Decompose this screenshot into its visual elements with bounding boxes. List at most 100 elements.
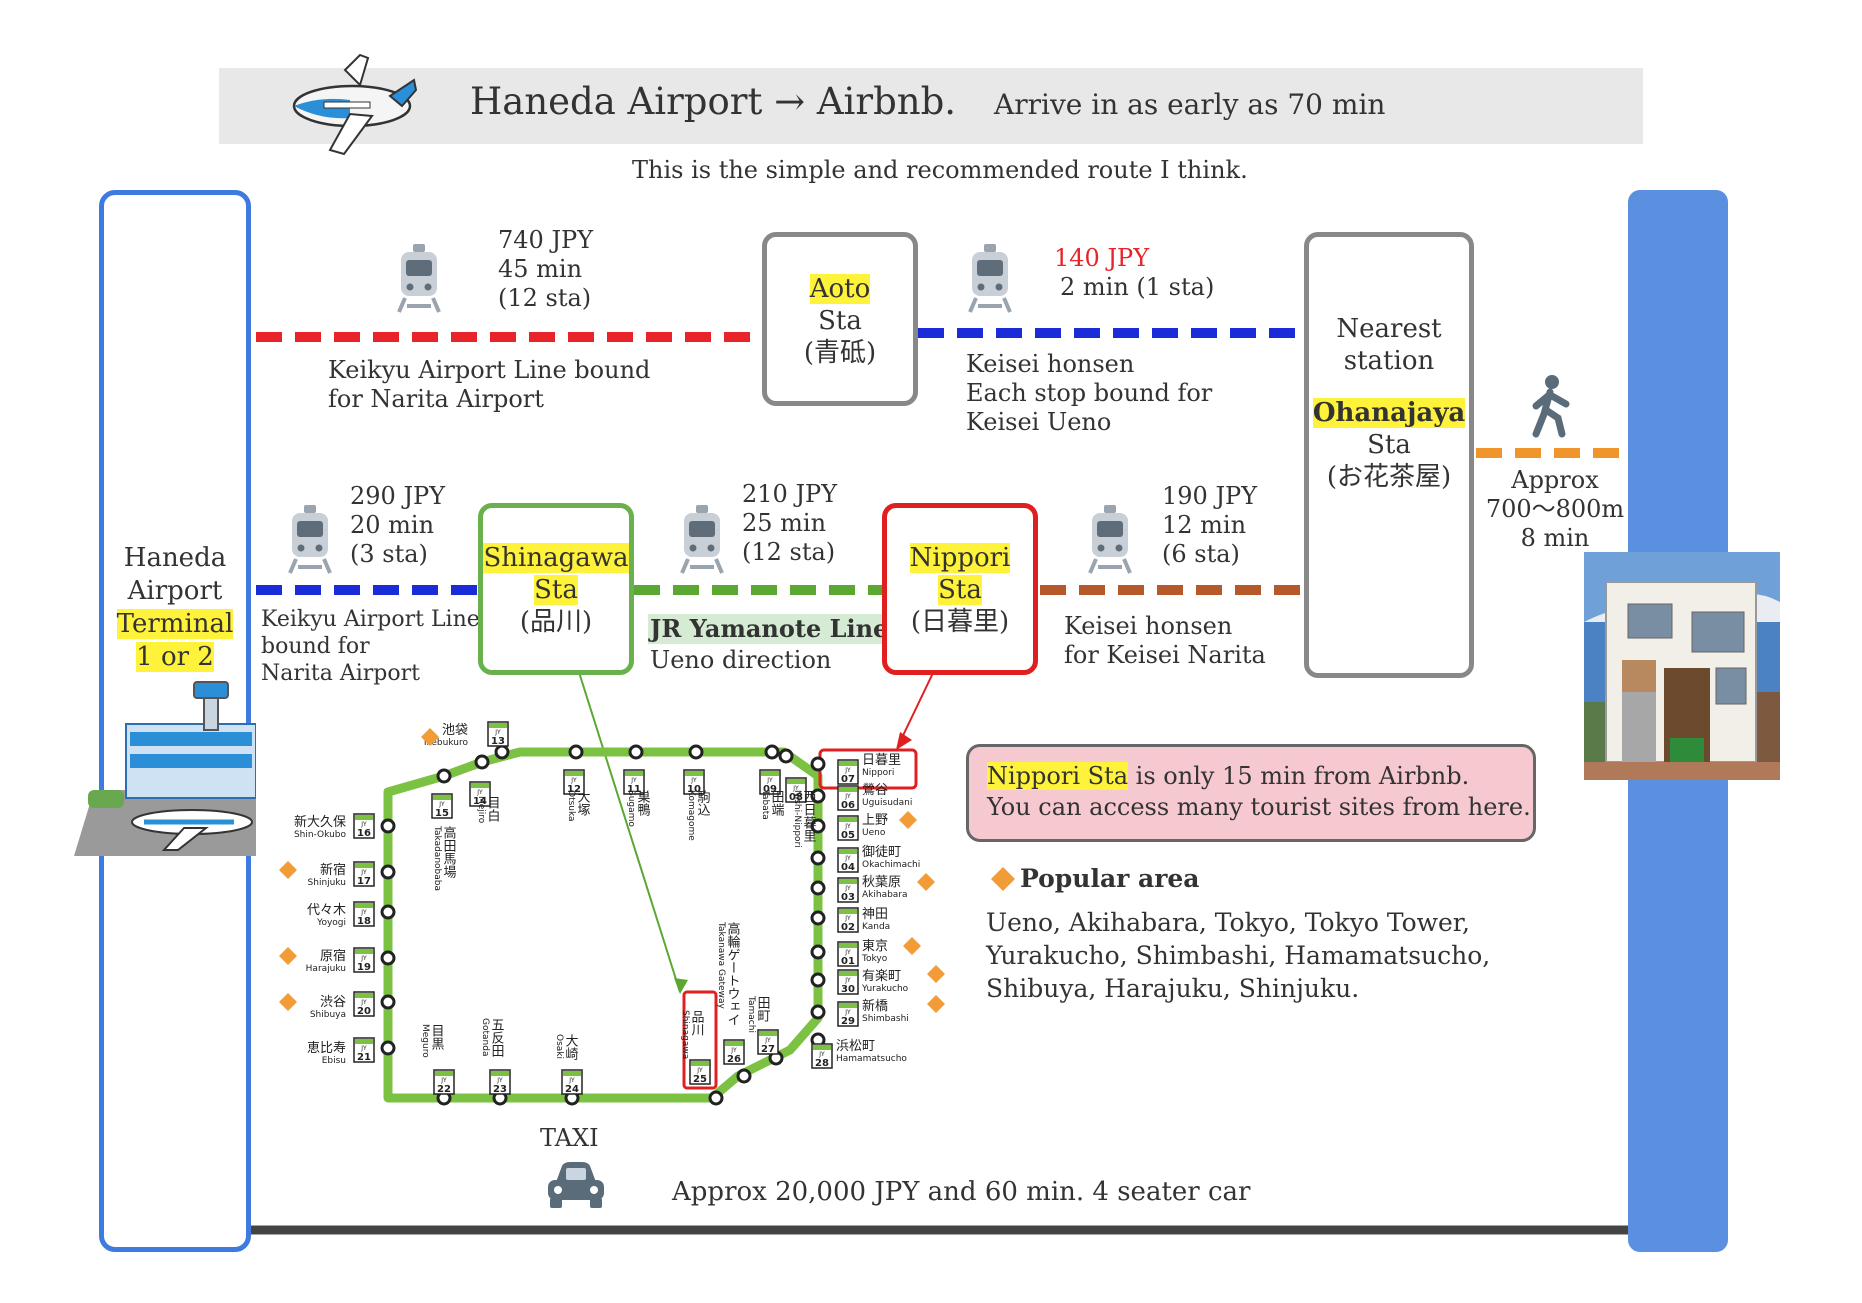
station-en-name: Akihabara bbox=[862, 890, 908, 900]
station-line-code: JY bbox=[844, 793, 851, 800]
shinagawa-sta: Sta bbox=[534, 575, 578, 605]
walk-label: Approx bbox=[1511, 466, 1599, 494]
station-line-code: JY bbox=[696, 1067, 703, 1074]
seg-upper-1-stops: (12 sta) bbox=[498, 284, 592, 312]
seg-lower-1-line-a: Keikyu Airport Line bbox=[261, 607, 480, 632]
station-dot bbox=[810, 850, 826, 866]
taxi-car-icon bbox=[548, 1162, 604, 1208]
station-en-name: Shinagawa bbox=[680, 1010, 690, 1059]
station-number: 16 bbox=[357, 828, 371, 839]
popular-area-marker bbox=[279, 947, 297, 965]
popular-area-marker bbox=[899, 811, 917, 829]
station-jp-name: 新大久保 bbox=[294, 814, 346, 830]
station-number: 07 bbox=[841, 774, 855, 785]
yamanote-direction: Ueno direction bbox=[650, 646, 832, 674]
station-line-code: JY bbox=[360, 999, 367, 1006]
station-jp-name: 目白 bbox=[485, 796, 500, 822]
seg-lower-1-line: Keikyu Airport Line bound for Narita Air… bbox=[261, 606, 480, 687]
station-line-code: JY bbox=[570, 777, 577, 784]
station-line-code: JY bbox=[360, 869, 367, 876]
station-dot bbox=[708, 1090, 724, 1106]
station-dot bbox=[474, 754, 490, 770]
station-dot bbox=[436, 768, 452, 784]
station-number: 26 bbox=[727, 1054, 741, 1065]
station-jp-name: 御徒町 bbox=[862, 845, 901, 860]
train-icon bbox=[288, 505, 332, 574]
popular-area-marker bbox=[927, 965, 945, 983]
seg-upper-2-line: Keisei honsen Each stop bound for Keisei… bbox=[966, 350, 1212, 437]
page-title: Haneda Airport → Airbnb. bbox=[470, 80, 957, 123]
station-en-name: Nishi-Nippori bbox=[792, 790, 802, 848]
station-line-code: JY bbox=[360, 1045, 367, 1052]
station-jp-name: 東京 bbox=[862, 938, 888, 954]
station-number: 09 bbox=[763, 784, 777, 795]
seg-lower-1-line-c: Narita Airport bbox=[261, 661, 420, 686]
station-dot bbox=[494, 744, 510, 760]
seg-upper-2-line-a: Keisei honsen bbox=[966, 350, 1135, 378]
station-number: 08 bbox=[789, 792, 803, 803]
station-number: 13 bbox=[491, 736, 505, 747]
shinagawa-name: Shinagawa bbox=[483, 543, 629, 573]
station-en-name: Nippori bbox=[862, 768, 894, 778]
train-icon bbox=[968, 244, 1012, 313]
station-dot bbox=[380, 994, 396, 1010]
train-icon bbox=[1088, 505, 1132, 574]
nippori-station: Nippori Sta (日暮里) bbox=[882, 503, 1038, 675]
diamond-icon bbox=[991, 867, 1015, 891]
seg-lower-1-price: 290 JPY bbox=[350, 482, 446, 510]
station-jp-name: 新宿 bbox=[320, 862, 346, 878]
info-line-1: is only 15 min from Airbnb. bbox=[1128, 762, 1470, 790]
shinagawa-map-highlight bbox=[682, 990, 718, 1090]
seg-upper-1-line-a: Keikyu Airport Line bound bbox=[328, 356, 651, 384]
seg-lower-3-line-b: for Keisei Narita bbox=[1064, 641, 1266, 669]
station-line-code: JY bbox=[360, 821, 367, 828]
seg-upper-1-line: Keikyu Airport Line bound for Narita Air… bbox=[328, 356, 650, 414]
seg-upper-1-line-b: for Narita Airport bbox=[328, 385, 544, 413]
page-subtitle: This is the simple and recommended route… bbox=[632, 156, 1248, 184]
station-number: 01 bbox=[841, 956, 855, 967]
station-line-code: JY bbox=[844, 1009, 851, 1016]
station-dot bbox=[810, 910, 826, 926]
station-en-name: Okachimachi bbox=[862, 860, 920, 870]
station-dot bbox=[810, 756, 826, 772]
station-jp-name: 駒込 bbox=[695, 790, 711, 816]
station-jp-name: 日暮里 bbox=[862, 753, 901, 768]
station-jp-name: 原宿 bbox=[320, 948, 346, 964]
taxi-label: TAXI bbox=[540, 1124, 599, 1152]
station-number: 06 bbox=[841, 800, 855, 811]
seg-upper-2-line-b: Each stop bound for bbox=[966, 379, 1213, 407]
station-en-name: Tamachi bbox=[746, 995, 756, 1033]
popular-area-marker bbox=[421, 728, 439, 746]
station-jp-name: 有楽町 bbox=[862, 968, 901, 984]
station-dot bbox=[778, 748, 794, 764]
seg-upper-1-price: 740 JPY bbox=[498, 226, 594, 254]
station-line-code: JY bbox=[766, 777, 773, 784]
station-number: 17 bbox=[357, 876, 371, 887]
station-en-name: Kanda bbox=[862, 922, 890, 932]
info-line-2: You can access many tourist sites from h… bbox=[987, 793, 1531, 821]
airport-frame bbox=[99, 190, 251, 1252]
airport-terminal-num: 1 or 2 bbox=[136, 642, 214, 672]
aoto-station: Aoto Sta (青砥) bbox=[762, 232, 918, 406]
seg-lower-2-stops: (12 sta) bbox=[742, 538, 836, 566]
taxi-description: Approx 20,000 JPY and 60 min. 4 seater c… bbox=[672, 1177, 1251, 1207]
airport-terminal: Terminal bbox=[116, 609, 234, 639]
station-en-name: Ikebukuro bbox=[424, 738, 469, 748]
seg-lower-2-info: 210 JPY 25 min (12 sta) bbox=[742, 480, 837, 567]
seg-lower-3-time: 12 min bbox=[1162, 511, 1247, 539]
station-line-code: JY bbox=[844, 767, 851, 774]
popular-area-marker bbox=[903, 937, 921, 955]
airport-label: Haneda Airport Terminal 1 or 2 bbox=[104, 543, 246, 672]
station-en-name: Osaki bbox=[554, 1034, 564, 1059]
seg-upper-2-price: 140 JPY bbox=[1054, 244, 1150, 272]
station-jp-name: 神田 bbox=[862, 907, 888, 922]
popular-line-1: Ueno, Akihabara, Tokyo, Tokyo Tower, bbox=[986, 908, 1470, 937]
